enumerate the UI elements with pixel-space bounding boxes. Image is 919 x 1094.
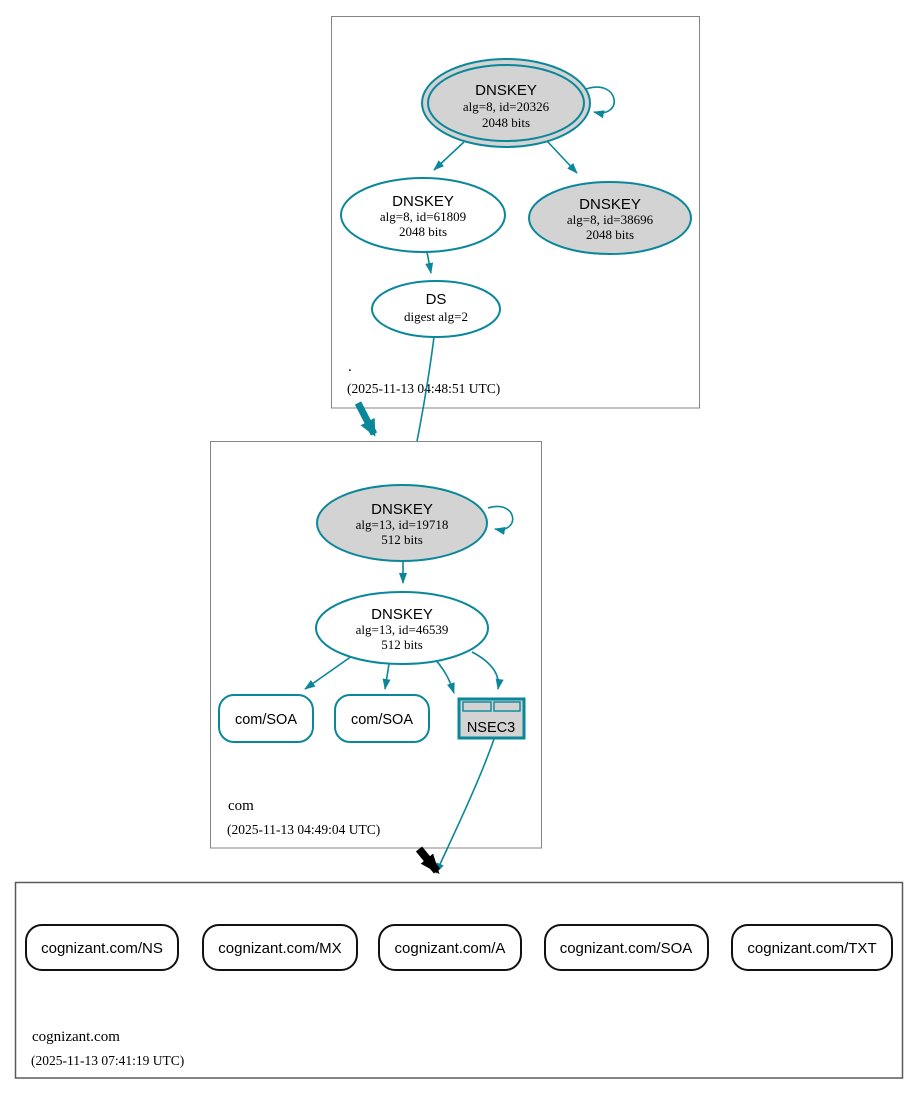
node-com-zsk-bits: 512 bits	[381, 637, 423, 652]
node-root-key3-title: DNSKEY	[579, 196, 641, 213]
node-cognizant-txt[interactable]: cognizant.com/TXT	[731, 924, 893, 971]
edge-com-zsk-to-soa-b	[382, 663, 391, 690]
node-cognizant-ns-label: cognizant.com/NS	[41, 940, 163, 957]
edge-root-ksk-selfloop	[585, 86, 615, 119]
zone-cognizant-label: cognizant.com	[32, 1029, 120, 1045]
node-cognizant-mx[interactable]: cognizant.com/MX	[202, 924, 358, 971]
node-root-ds-title: DS	[426, 291, 447, 308]
node-root-ksk-bits: 2048 bits	[482, 115, 530, 130]
node-root-ksk-title: DNSKEY	[475, 82, 537, 99]
node-root-key3[interactable]: DNSKEY alg=8, id=38696 2048 bits	[528, 181, 692, 255]
node-root-ds-algo: digest alg=2	[404, 309, 468, 324]
zone-root-timestamp: (2025-11-13 04:48:51 UTC)	[347, 381, 500, 396]
node-com-nsec3[interactable]: NSEC3	[457, 697, 526, 740]
node-com-ksk[interactable]: DNSKEY alg=13, id=19718 512 bits	[316, 484, 488, 562]
edge-root-zsk-to-ds	[425, 251, 434, 274]
edge-root-to-com-delegation	[354, 401, 378, 437]
zone-com-timestamp: (2025-11-13 04:49:04 UTC)	[227, 822, 380, 837]
node-com-ksk-title: DNSKEY	[371, 501, 433, 518]
edge-root-ksk-to-key3	[546, 140, 578, 174]
node-com-zsk[interactable]: DNSKEY alg=13, id=46539 512 bits	[315, 591, 489, 665]
node-com-soa-a-label: com/SOA	[235, 712, 297, 728]
node-cognizant-mx-label: cognizant.com/MX	[218, 940, 341, 957]
node-cognizant-soa-label: cognizant.com/SOA	[560, 940, 693, 957]
node-com-soa-b[interactable]: com/SOA	[334, 694, 430, 743]
edge-root-ksk-to-zsk	[433, 141, 465, 171]
edge-com-zsk-to-nsec3-top	[471, 651, 504, 690]
edge-com-ksk-selfloop	[487, 505, 514, 535]
node-com-zsk-title: DNSKEY	[371, 606, 433, 623]
node-com-soa-a[interactable]: com/SOA	[218, 694, 314, 743]
node-root-ksk-algo: alg=8, id=20326	[463, 99, 550, 114]
node-com-nsec3-label: NSEC3	[467, 720, 515, 736]
node-cognizant-txt-label: cognizant.com/TXT	[747, 940, 876, 957]
node-com-ksk-algo: alg=13, id=19718	[356, 517, 449, 532]
zone-root-cluster: . (2025-11-13 04:48:51 UTC) DNSKEY alg=8…	[331, 16, 700, 409]
node-cognizant-a[interactable]: cognizant.com/A	[378, 924, 522, 971]
edge-com-to-cognizant-delegation	[415, 846, 441, 875]
zone-com-label: com	[228, 798, 254, 814]
zone-cognizant-timestamp: (2025-11-13 07:41:19 UTC)	[31, 1053, 184, 1068]
node-root-ds[interactable]: DS digest alg=2	[371, 280, 501, 338]
node-root-key3-algo: alg=8, id=38696	[567, 212, 654, 227]
zone-root-label: .	[348, 359, 352, 375]
node-root-zsk-algo: alg=8, id=61809	[380, 209, 466, 224]
node-root-zsk-title: DNSKEY	[392, 193, 454, 210]
edge-com-nsec3-to-cognizant	[435, 738, 495, 874]
node-com-zsk-algo: alg=13, id=46539	[356, 622, 449, 637]
node-cognizant-a-label: cognizant.com/A	[395, 940, 506, 957]
node-com-soa-b-label: com/SOA	[351, 712, 413, 728]
zone-cognizant-box	[14, 881, 904, 1079]
node-cognizant-ns[interactable]: cognizant.com/NS	[25, 924, 179, 971]
zone-com-cluster: com (2025-11-13 04:49:04 UTC) DNSKEY alg…	[210, 441, 542, 849]
node-com-ksk-bits: 512 bits	[381, 532, 423, 547]
node-root-zsk-bits: 2048 bits	[399, 224, 447, 239]
node-root-key3-bits: 2048 bits	[586, 227, 634, 242]
node-root-ksk[interactable]: DNSKEY alg=8, id=20326 2048 bits	[421, 58, 591, 148]
edge-com-zsk-to-soa-a	[304, 655, 353, 690]
node-cognizant-soa[interactable]: cognizant.com/SOA	[544, 924, 709, 971]
node-root-zsk[interactable]: DNSKEY alg=8, id=61809 2048 bits	[340, 177, 506, 253]
zone-cognizant-cluster: cognizant.com (2025-11-13 07:41:19 UTC) …	[14, 881, 904, 1079]
